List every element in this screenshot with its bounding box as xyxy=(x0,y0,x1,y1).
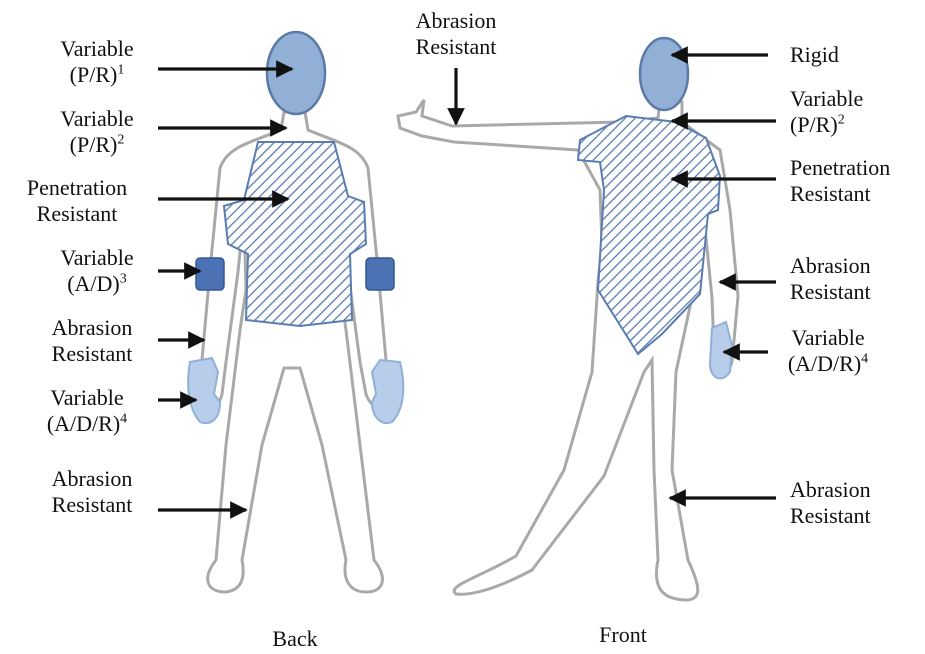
label-back-head-line1: Variable xyxy=(40,36,154,62)
label-front-glove-line1: Variable xyxy=(768,325,888,351)
label-back-torso-line2: Resistant xyxy=(8,201,146,227)
label-back-band-line2: (A/D) xyxy=(67,271,120,296)
label-front-glove: Variable (A/D/R)4 xyxy=(768,325,888,377)
caption-front: Front xyxy=(568,622,678,648)
label-front-glove-line2: (A/D/R) xyxy=(788,351,861,376)
label-back-torso: Penetration Resistant xyxy=(8,175,146,227)
label-front-hand-line2: Resistant xyxy=(394,34,518,60)
label-back-glove-line1: Variable xyxy=(20,385,154,411)
label-back-neck-sup: 2 xyxy=(117,133,124,148)
back-figure xyxy=(188,32,403,592)
label-back-arm: Abrasion Resistant xyxy=(30,315,154,367)
label-back-band-sup: 3 xyxy=(120,272,127,287)
label-front-leg-line1: Abrasion xyxy=(790,477,871,503)
label-back-glove: Variable (A/D/R)4 xyxy=(20,385,154,437)
label-front-leg: Abrasion Resistant xyxy=(790,477,871,529)
label-back-glove-line2: (A/D/R) xyxy=(47,411,120,436)
label-front-head: Rigid xyxy=(790,42,839,68)
label-front-neck-sup: 2 xyxy=(838,113,845,128)
label-back-leg-line1: Abrasion xyxy=(30,466,154,492)
front-glove xyxy=(710,322,732,378)
back-glove-left xyxy=(188,358,220,423)
label-front-arm-line2: Resistant xyxy=(790,279,871,305)
label-back-torso-line1: Penetration xyxy=(8,175,146,201)
back-glove-right xyxy=(372,360,403,423)
label-back-neck-line1: Variable xyxy=(40,106,154,132)
label-front-hand-line1: Abrasion xyxy=(394,8,518,34)
back-arm-band-left xyxy=(196,258,224,290)
label-back-head-sup: 1 xyxy=(117,63,124,78)
label-front-leg-line2: Resistant xyxy=(790,503,871,529)
label-back-leg-line2: Resistant xyxy=(30,492,154,518)
label-front-arm-line1: Abrasion xyxy=(790,253,871,279)
label-back-head: Variable (P/R)1 xyxy=(40,36,154,88)
label-front-torso-line2: Resistant xyxy=(790,181,890,207)
back-helmet xyxy=(267,32,325,114)
label-back-glove-sup: 4 xyxy=(120,412,127,427)
label-front-torso-line1: Penetration xyxy=(790,155,890,181)
label-back-leg: Abrasion Resistant xyxy=(30,466,154,518)
caption-back: Back xyxy=(240,626,350,652)
label-front-glove-sup: 4 xyxy=(861,352,868,367)
label-front-arm: Abrasion Resistant xyxy=(790,253,871,305)
label-front-neck-line1: Variable xyxy=(790,86,863,112)
front-helmet xyxy=(640,38,688,110)
label-back-band-line1: Variable xyxy=(40,245,154,271)
label-front-neck-line2: (P/R) xyxy=(790,112,838,137)
label-back-neck: Variable (P/R)2 xyxy=(40,106,154,158)
label-back-neck-line2: (P/R) xyxy=(70,132,118,157)
label-back-band: Variable (A/D)3 xyxy=(40,245,154,297)
label-front-hand: Abrasion Resistant xyxy=(394,8,518,60)
label-back-arm-line1: Abrasion xyxy=(30,315,154,341)
label-front-head-line1: Rigid xyxy=(790,42,839,68)
label-front-neck: Variable (P/R)2 xyxy=(790,86,863,138)
label-back-head-line2: (P/R) xyxy=(70,62,118,87)
label-front-torso: Penetration Resistant xyxy=(790,155,890,207)
label-back-arm-line2: Resistant xyxy=(30,341,154,367)
back-arm-band-right xyxy=(366,258,394,290)
